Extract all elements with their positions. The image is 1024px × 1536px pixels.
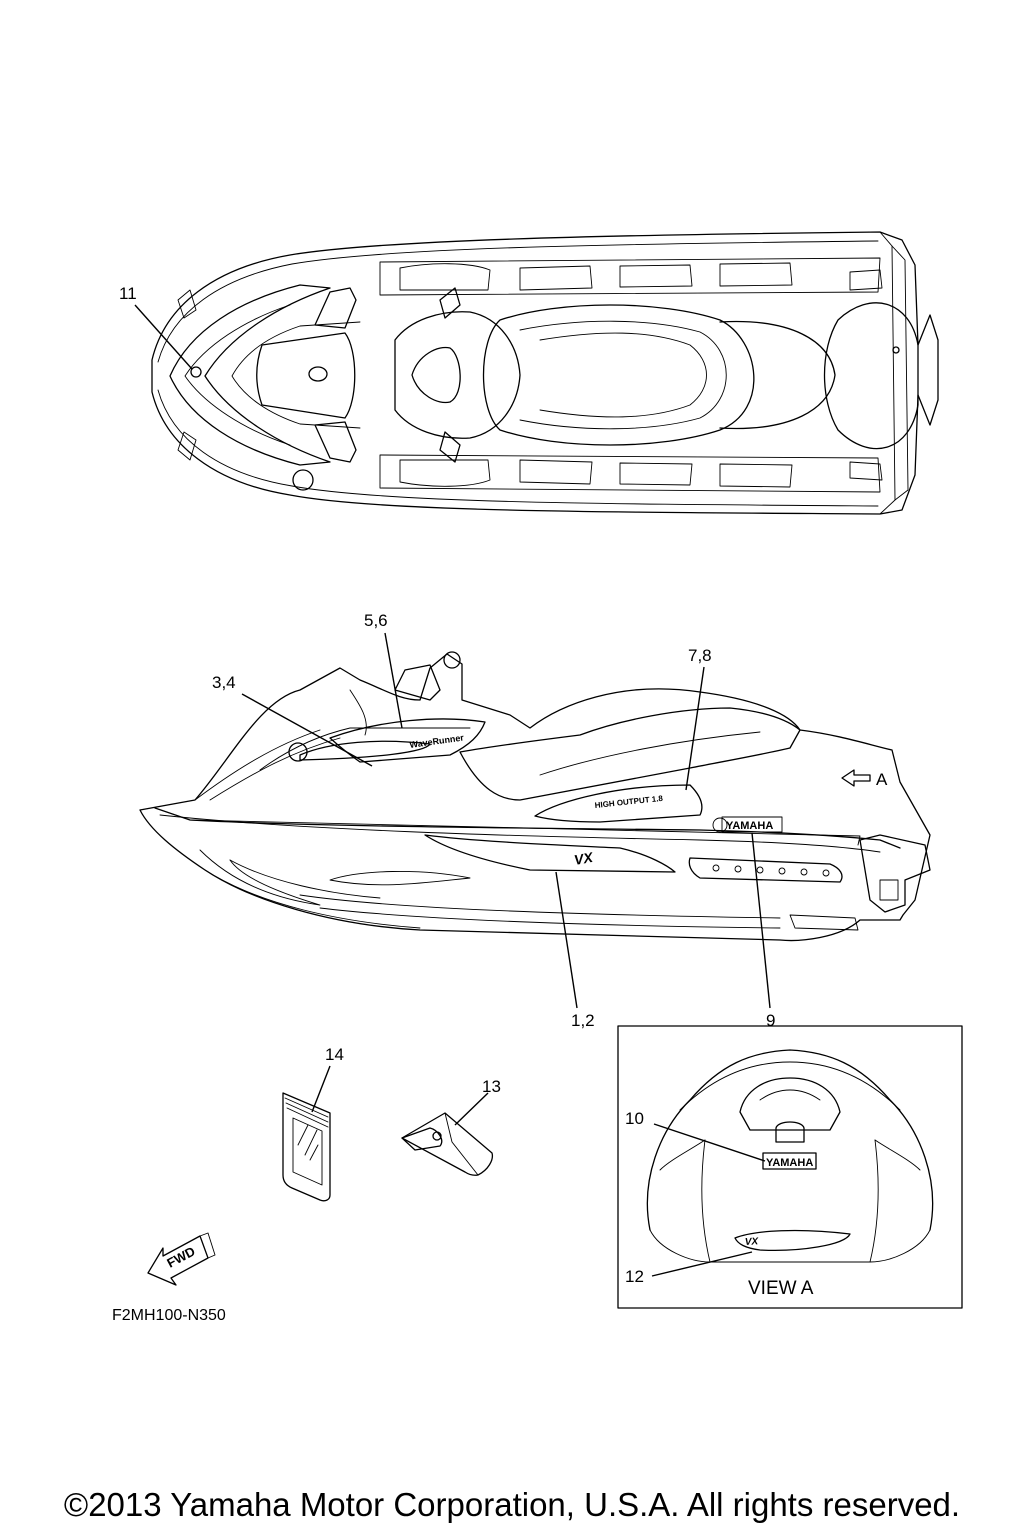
callout-3-4: 3,4 xyxy=(212,673,236,692)
leader-10 xyxy=(653,1123,766,1162)
side-view-watercraft: WaveRunner HIGH OUTPUT 1.8 VX YAMAHA xyxy=(139,651,931,942)
leader-12 xyxy=(651,1251,753,1277)
callout-9: 9 xyxy=(766,1011,775,1030)
high-output-decal-text: HIGH OUTPUT 1.8 xyxy=(594,794,664,810)
view-a-arrow-icon xyxy=(841,769,871,787)
leader-9 xyxy=(751,832,771,1009)
copyright-notice: ©2013 Yamaha Motor Corporation, U.S.A. A… xyxy=(63,1486,961,1523)
side-yamaha-decal xyxy=(721,816,783,833)
fwd-arrow-icon: FWD xyxy=(147,1232,216,1286)
view-a-label: VIEW A xyxy=(748,1278,814,1299)
callout-10: 10 xyxy=(625,1109,644,1128)
callout-7-8: 7,8 xyxy=(688,646,712,665)
leader-13 xyxy=(454,1092,489,1126)
leader-5-6 xyxy=(384,632,403,729)
callout-13: 13 xyxy=(482,1077,501,1096)
callout-5-6: 5,6 xyxy=(364,611,388,630)
leader-14 xyxy=(311,1065,331,1113)
side-yamaha-text: YAMAHA xyxy=(726,820,773,832)
top-view-watercraft xyxy=(151,231,939,515)
callout-12: 12 xyxy=(625,1267,644,1286)
leader-7-8 xyxy=(685,666,705,791)
view-a-inset-frame xyxy=(617,1025,963,1309)
diagram-code: F2MH100-N350 xyxy=(112,1307,226,1324)
waverunner-decal-text: WaveRunner xyxy=(409,732,465,750)
callout-1-2: 1,2 xyxy=(571,1011,595,1030)
callout-11: 11 xyxy=(119,284,137,303)
vx-decal-text: VX xyxy=(573,849,596,868)
top-view-emblem-dot xyxy=(190,366,202,378)
leader-3-4 xyxy=(241,693,373,767)
view-a-yamaha-text: YAMAHA xyxy=(766,1157,813,1169)
callout-14: 14 xyxy=(325,1045,344,1064)
view-a-arrow-label: A xyxy=(876,770,888,789)
view-a-rear-view: YAMAHA VX xyxy=(646,1049,934,1263)
leader-11 xyxy=(134,304,193,370)
part-13-tool-bag xyxy=(401,1112,494,1176)
part-14-document-pouch xyxy=(282,1092,331,1202)
view-a-rear-decal-text: VX xyxy=(745,1236,760,1248)
leader-1-2 xyxy=(555,871,578,1009)
view-a-rear-decal xyxy=(734,1229,851,1251)
